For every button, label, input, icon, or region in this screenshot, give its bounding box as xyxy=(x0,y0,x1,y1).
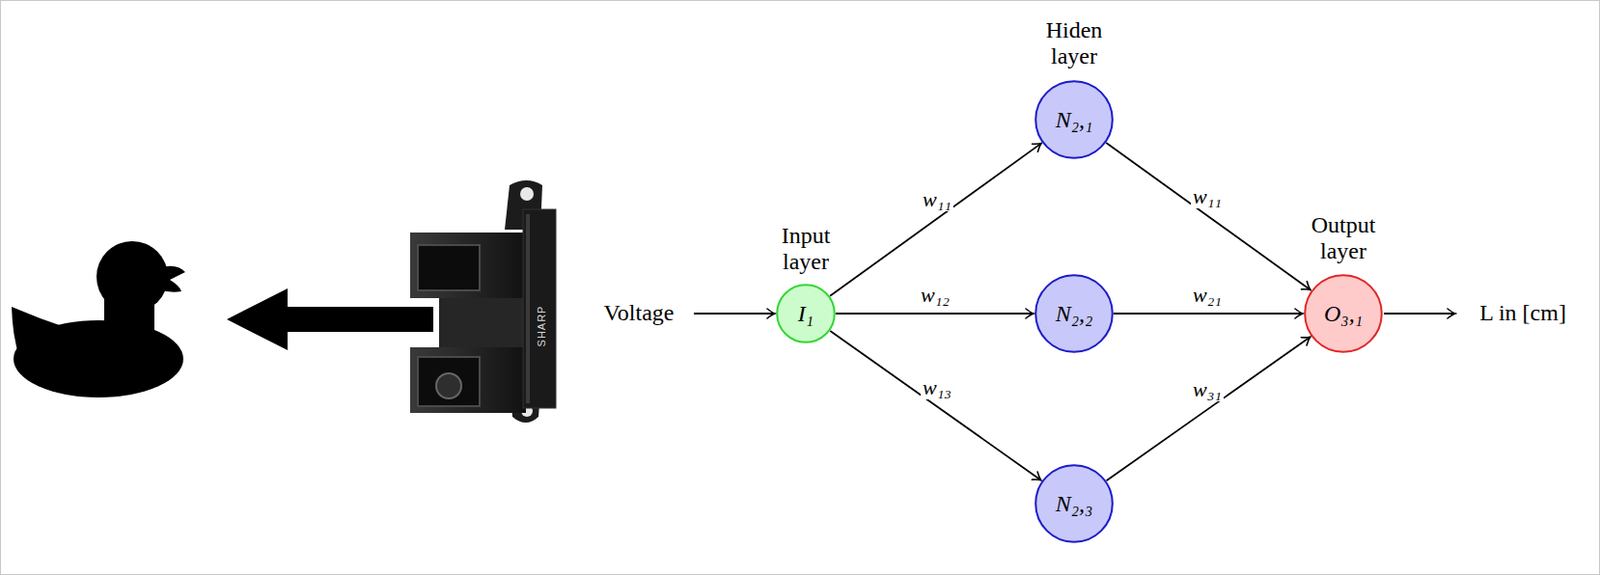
layer-heading: Output layer xyxy=(1296,212,1390,265)
weight-label: w₁₃ xyxy=(920,376,954,400)
duck-silhouette xyxy=(11,241,186,398)
neuron-label: N₂,₂ xyxy=(1034,274,1114,354)
distance-sensor xyxy=(410,180,556,423)
layer-heading: Hiden layer xyxy=(1040,17,1108,70)
weighted-connection xyxy=(829,331,1041,481)
direction-arrow xyxy=(226,288,434,351)
weight-label: w₁₁ xyxy=(1190,185,1224,209)
weight-label: w₁₁ xyxy=(920,188,954,212)
weighted-connection xyxy=(835,312,1034,315)
brand-marking: SHARP xyxy=(535,305,548,348)
input-neuron: Input layerI₁ xyxy=(775,283,836,344)
neuron-label: I₁ xyxy=(775,283,836,344)
weighted-connection xyxy=(1113,312,1303,315)
weight-label: w₂₁ xyxy=(1190,283,1224,307)
hidden-neuron: N₂,₂ xyxy=(1034,274,1114,354)
neuron-label: N₂,₁ xyxy=(1034,80,1114,160)
layer-heading: Input layer xyxy=(767,222,845,276)
output-neuron: Output layerO₃,₁ xyxy=(1303,274,1383,354)
weighted-connection xyxy=(1105,336,1310,481)
edge-layer xyxy=(829,142,1311,481)
weighted-connection xyxy=(1105,142,1311,290)
output-wire xyxy=(1383,312,1456,315)
input-wire xyxy=(693,312,775,315)
neuron-label: O₃,₁ xyxy=(1303,274,1383,354)
hidden-neuron: Hiden layerN₂,₁ xyxy=(1034,80,1114,160)
input-signal-label: Voltage xyxy=(604,300,675,327)
output-unit-label: L in [cm] xyxy=(1479,300,1567,327)
hidden-neuron: N₂,₃ xyxy=(1034,464,1114,544)
weighted-connection xyxy=(829,143,1042,297)
neuron-label: N₂,₃ xyxy=(1034,464,1114,544)
weight-label: w₁₂ xyxy=(918,283,952,307)
weight-label: w₃₁ xyxy=(1190,378,1224,402)
